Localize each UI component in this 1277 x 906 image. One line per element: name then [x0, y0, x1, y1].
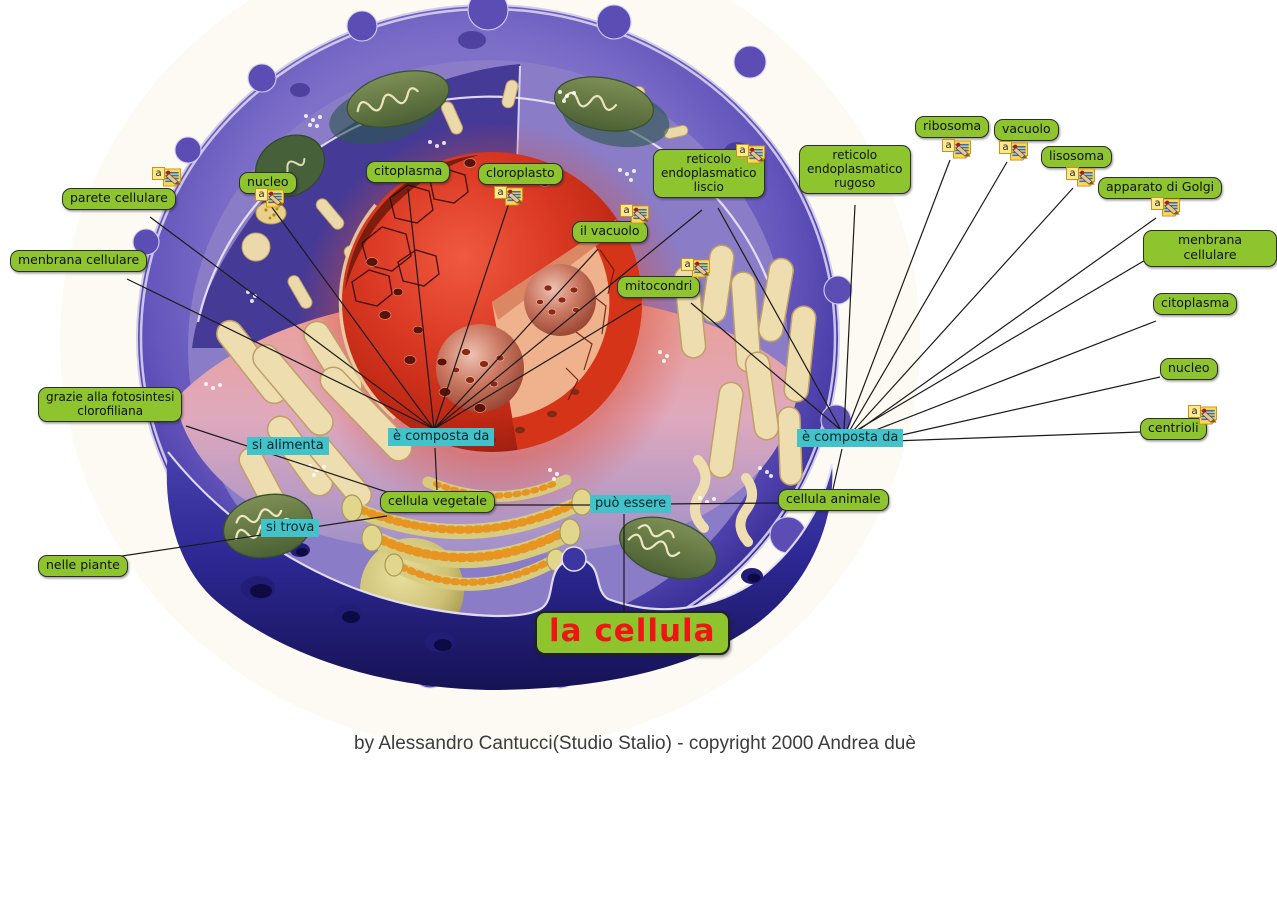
note-pencil-icon	[1009, 142, 1029, 161]
linking-phrase-e-composta-da-left[interactable]: è composta da	[388, 428, 495, 446]
concept-node-il-vacuolo[interactable]: il vacuolo	[572, 221, 648, 243]
concept-node-ribosoma[interactable]: ribosoma	[915, 116, 990, 138]
note-pencil-icon	[691, 259, 711, 278]
annotation-icon[interactable]: a	[152, 167, 182, 187]
concept-node-grazie-fotosintesi[interactable]: grazie alla fotosintesi clorofiliana	[38, 387, 183, 423]
linking-phrase-e-composta-da-right[interactable]: è composta da	[797, 429, 904, 447]
note-pencil-icon	[630, 205, 650, 224]
concept-node-lisosoma[interactable]: lisosoma	[1041, 146, 1113, 168]
annotation-letter: a	[681, 258, 695, 271]
concept-node-reticolo-endoplasmatico-rugoso[interactable]: reticolo endoplasmatico rugoso	[799, 145, 911, 195]
annotation-icon[interactable]: a	[494, 186, 524, 206]
annotation-letter: a	[494, 186, 508, 199]
linking-phrase-si-trova[interactable]: si trova	[261, 519, 320, 537]
concept-node-vacuolo[interactable]: vacuolo	[994, 119, 1059, 141]
note-pencil-icon	[1076, 168, 1096, 187]
annotation-icon[interactable]: a	[255, 188, 285, 208]
note-pencil-icon	[746, 145, 766, 164]
concept-node-citoplasma-right[interactable]: citoplasma	[1153, 293, 1238, 315]
annotation-letter: a	[1188, 405, 1202, 418]
note-pencil-icon	[504, 187, 524, 206]
note-pencil-icon	[1198, 406, 1218, 425]
concept-node-citoplasma-left[interactable]: citoplasma	[366, 161, 451, 183]
edges-right-fan	[690, 159, 1161, 442]
annotation-icon[interactable]: a	[1066, 167, 1096, 187]
edges-left-fan	[126, 188, 703, 491]
concept-node-parete-cellulare[interactable]: parete cellulare	[62, 188, 176, 210]
concept-node-menbrana-cellulare-left[interactable]: menbrana cellulare	[10, 250, 148, 272]
annotation-letter: a	[255, 188, 269, 201]
note-pencil-icon	[1161, 198, 1181, 217]
note-pencil-icon	[162, 168, 182, 187]
annotation-icon[interactable]: a	[620, 204, 650, 224]
concept-node-cloroplasto[interactable]: cloroplasto	[478, 163, 563, 185]
note-pencil-icon	[265, 189, 285, 208]
copyright-caption: by Alessandro Cantucci(Studio Stalio) - …	[354, 733, 916, 754]
linking-phrase-puo-essere[interactable]: può essere	[590, 495, 672, 513]
linking-phrase-si-alimenta[interactable]: si alimenta	[247, 437, 329, 455]
concept-node-nucleo-right[interactable]: nucleo	[1160, 358, 1218, 380]
annotation-letter: a	[999, 141, 1013, 154]
concept-node-reticolo-endoplasmatico-liscio[interactable]: reticolo endoplasmatico liscio	[653, 149, 765, 199]
concept-node-menbrana-cellulare-right[interactable]: menbrana cellulare	[1143, 230, 1277, 267]
annotation-letter: a	[620, 204, 634, 217]
concept-node-mitocondri[interactable]: mitocondri	[617, 276, 701, 298]
concept-node-cellula-vegetale[interactable]: cellula vegetale	[380, 491, 495, 513]
annotation-letter: a	[942, 139, 956, 152]
annotation-letter: a	[1151, 197, 1165, 210]
annotation-letter: a	[152, 167, 166, 180]
annotation-icon[interactable]: a	[942, 139, 972, 159]
annotation-icon[interactable]: a	[1151, 197, 1181, 217]
concept-node-nelle-piante[interactable]: nelle piante	[38, 555, 128, 577]
annotation-letter: a	[1066, 167, 1080, 180]
note-pencil-icon	[952, 140, 972, 159]
edges-center	[121, 425, 843, 611]
annotation-icon[interactable]: a	[681, 258, 711, 278]
concept-node-centrioli[interactable]: centrioli	[1140, 418, 1207, 440]
annotation-icon[interactable]: a	[1188, 405, 1218, 425]
annotation-letter: a	[736, 144, 750, 157]
concept-node-apparato-di-golgi[interactable]: apparato di Golgi	[1098, 177, 1223, 199]
concept-node-la-cellula[interactable]: la cellula	[535, 611, 730, 655]
annotation-icon[interactable]: a	[999, 141, 1029, 161]
annotation-icon[interactable]: a	[736, 144, 766, 164]
concept-node-cellula-animale[interactable]: cellula animale	[778, 489, 889, 511]
